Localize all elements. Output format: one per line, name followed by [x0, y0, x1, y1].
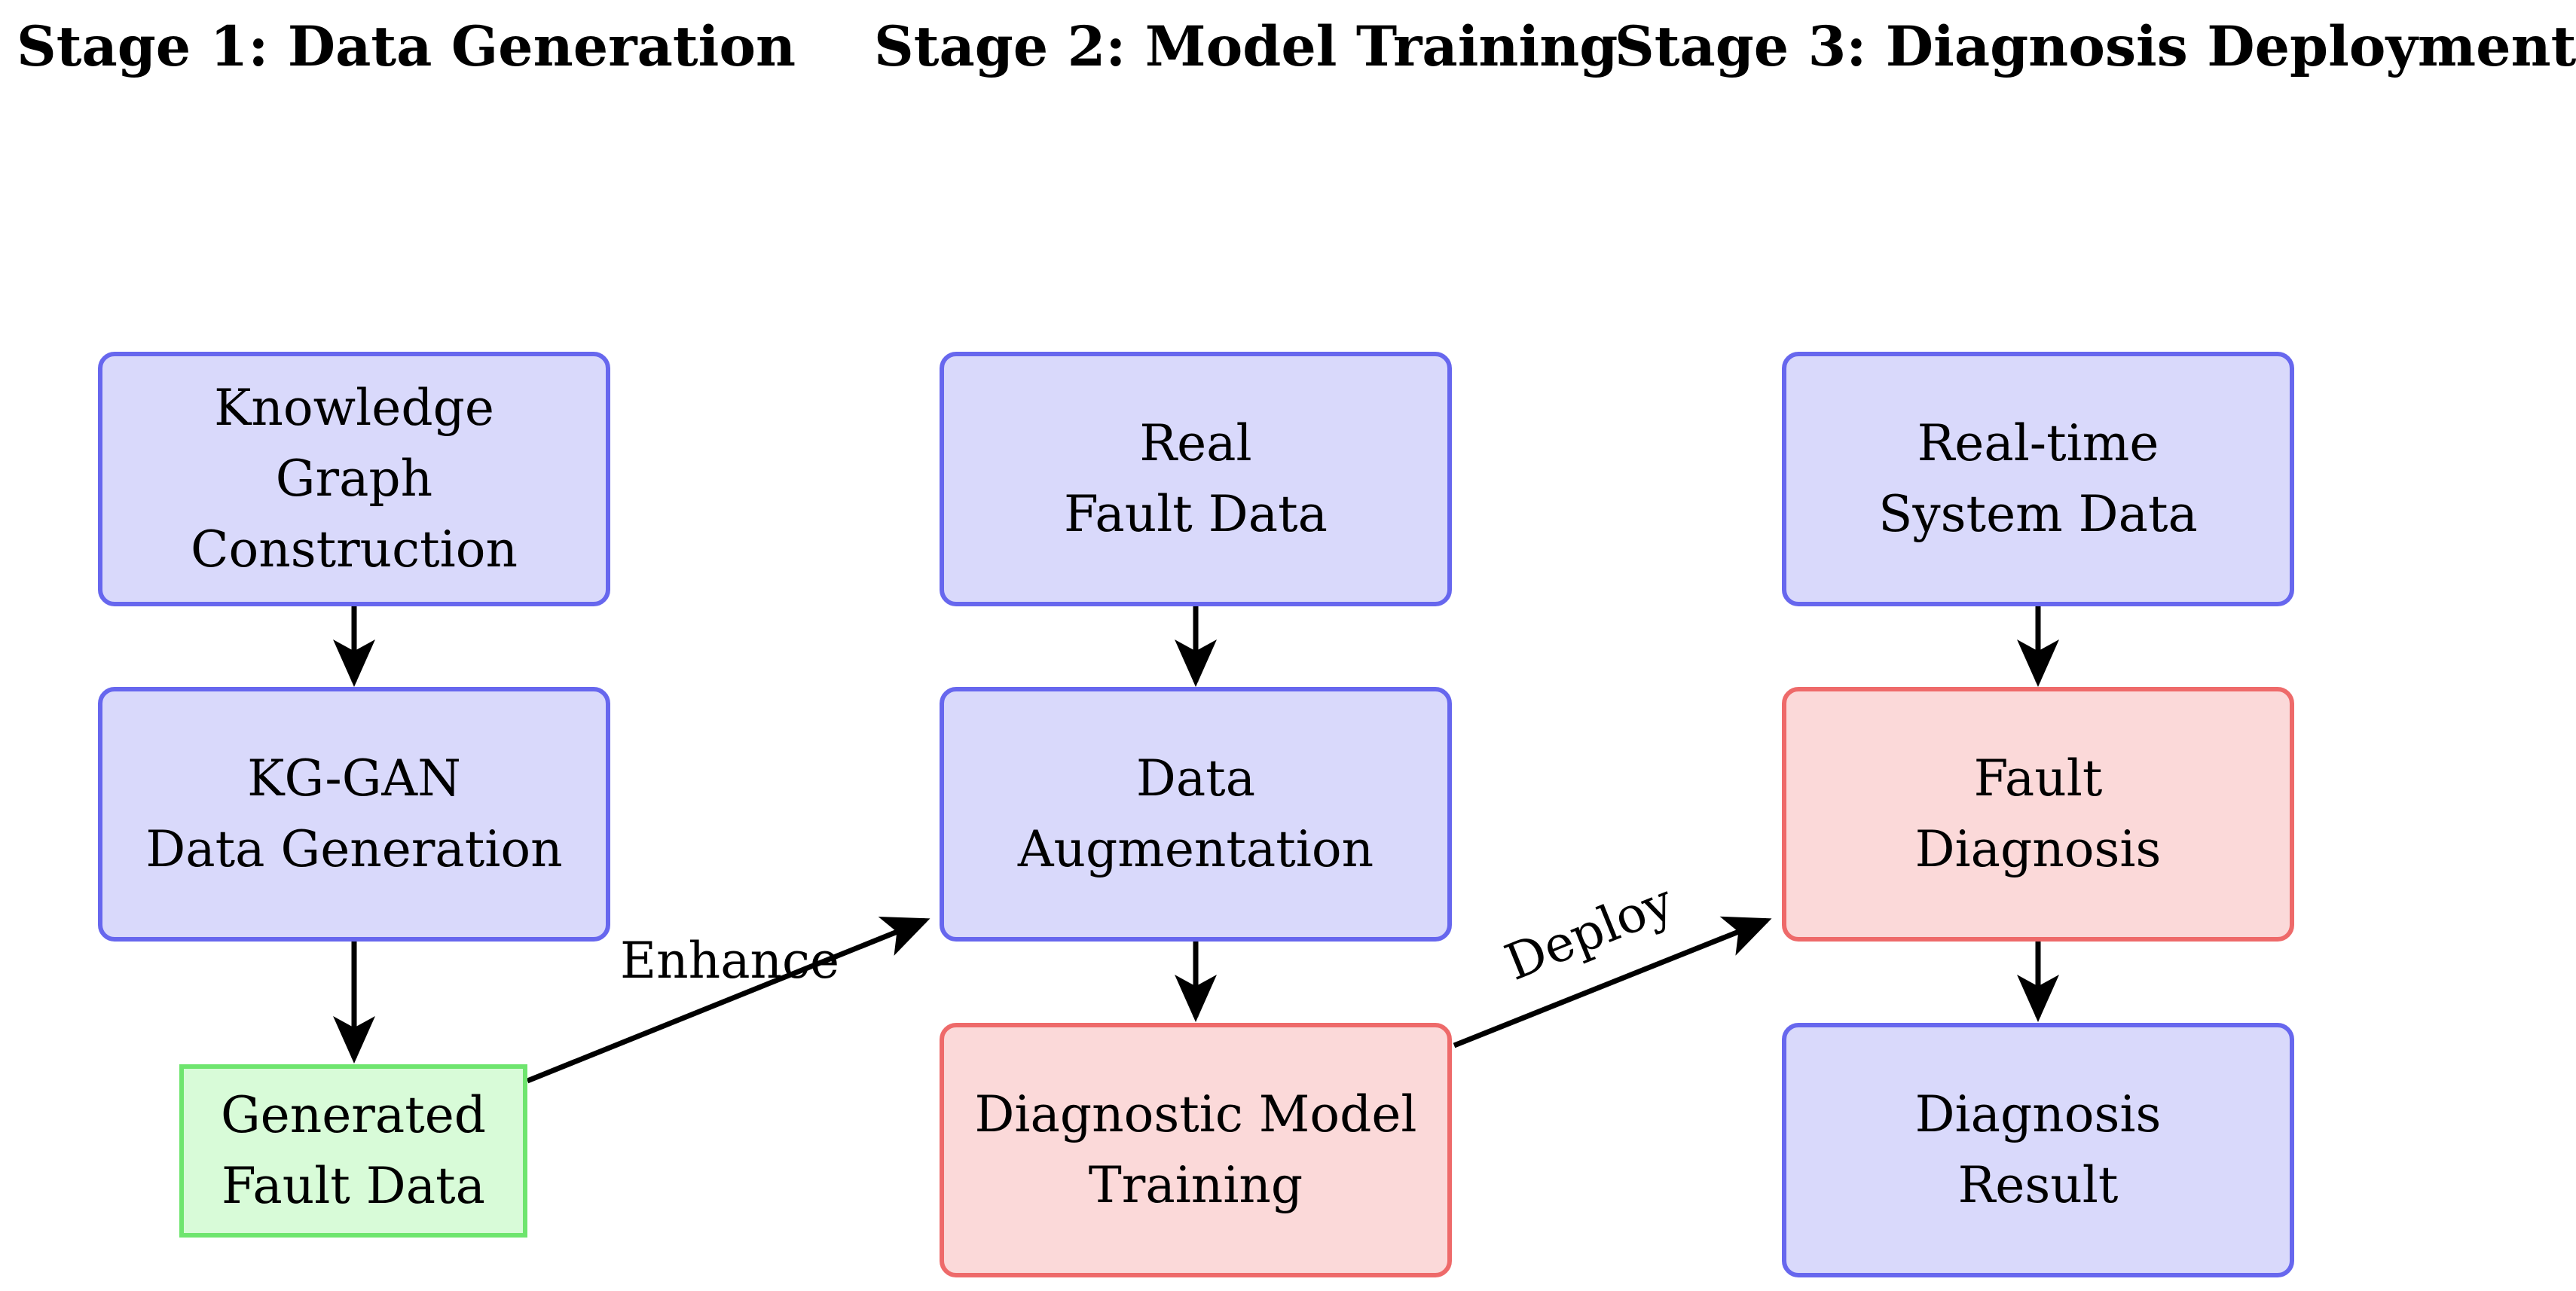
edge-enhance	[526, 916, 930, 1084]
node-kg-gan-data-generation: KG-GAN Data Generation	[98, 687, 610, 942]
edge-label-deploy: Deploy	[1497, 872, 1682, 992]
node-diagnosis-result: Diagnosis Result	[1782, 1023, 2294, 1277]
stage-1-title: Stage 1: Data Generation	[17, 14, 796, 79]
edge-deploy	[1453, 916, 1772, 1048]
node-knowledge-graph-construction: Knowledge Graph Construction	[98, 352, 610, 606]
node-data-augmentation: Data Augmentation	[940, 687, 1452, 942]
node-diagnostic-model-training: Diagnostic Model Training	[940, 1023, 1452, 1277]
diagram-edges: Enhance Deploy	[333, 606, 2059, 1084]
node-realtime-system-data: Real-time System Data	[1782, 352, 2294, 606]
node-real-fault-data: Real Fault Data	[940, 352, 1452, 606]
edge-label-enhance: Enhance	[620, 932, 839, 990]
node-fault-diagnosis: Fault Diagnosis	[1782, 687, 2294, 942]
stage-2-title: Stage 2: Model Training	[874, 14, 1618, 79]
node-generated-fault-data: Generated Fault Data	[179, 1064, 527, 1238]
stage-3-title: Stage 3: Diagnosis Deployment	[1615, 14, 2576, 79]
